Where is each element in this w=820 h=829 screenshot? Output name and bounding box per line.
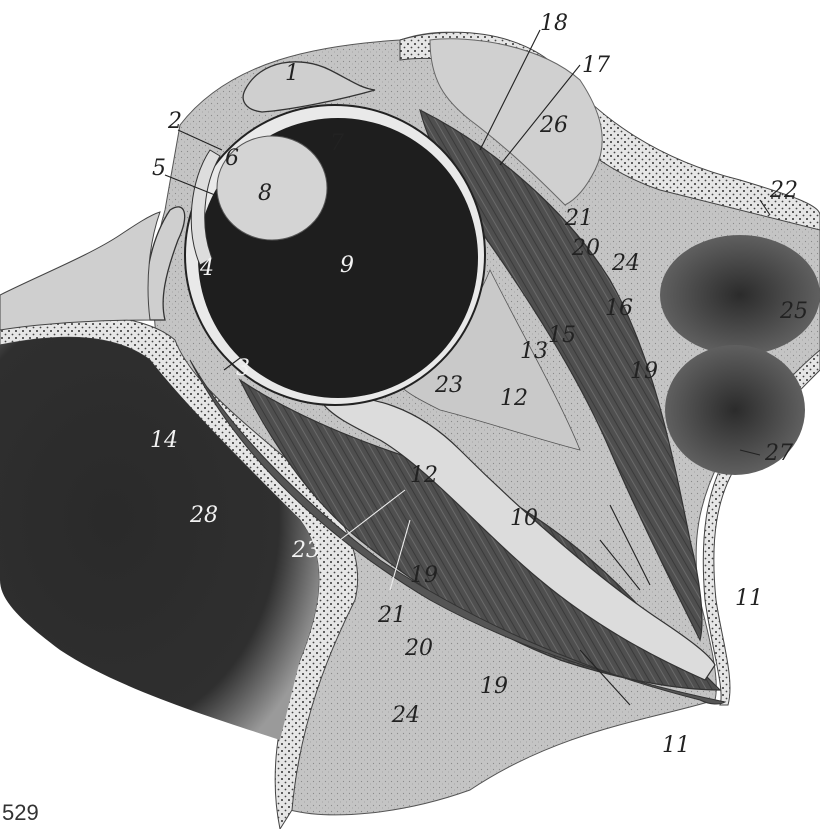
label-19-lower: 19 [480, 674, 508, 699]
label-24-upper: 24 [611, 251, 640, 276]
label-20-lower: 20 [404, 636, 433, 661]
label-1: 1 [285, 61, 299, 86]
label-20-upper: 20 [571, 236, 600, 261]
label-14: 14 [150, 428, 178, 453]
label-10: 10 [510, 506, 538, 531]
label-28: 28 [189, 503, 218, 528]
label-6: 6 [225, 146, 239, 171]
label-9: 9 [340, 253, 354, 278]
label-8: 8 [258, 181, 272, 206]
label-2: 2 [167, 109, 182, 134]
label-12-prime: 12 [410, 463, 438, 488]
label-7: 7 [330, 131, 344, 156]
plate-number: 529 [2, 800, 39, 826]
label-4: 4 [199, 256, 214, 281]
label-19-right: 19 [630, 359, 658, 384]
label-12: 12 [500, 386, 528, 411]
label-18: 18 [540, 11, 568, 36]
label-21-lower: 21 [377, 603, 406, 628]
label-21-upper: 21 [564, 206, 593, 231]
label-19-mid: 19 [410, 563, 438, 588]
label-11-lower: 11 [662, 733, 690, 758]
label-24-lower: 24 [391, 703, 420, 728]
label-15: 15 [548, 323, 576, 348]
label-26: 26 [539, 113, 568, 138]
cheek-skin [0, 212, 160, 330]
label-17: 17 [582, 53, 610, 78]
label-22: 22 [769, 178, 798, 203]
label-16: 16 [605, 296, 633, 321]
label-11-upper: 11 [735, 586, 763, 611]
label-13: 13 [520, 339, 548, 364]
label-3: 3 [236, 356, 250, 381]
label-25: 25 [779, 299, 808, 324]
label-23-upper: 23 [434, 373, 463, 398]
temporal-muscle-mass [660, 235, 820, 355]
label-23-lower: 23 [291, 538, 320, 563]
label-27: 27 [764, 441, 793, 466]
label-5: 5 [152, 156, 166, 181]
